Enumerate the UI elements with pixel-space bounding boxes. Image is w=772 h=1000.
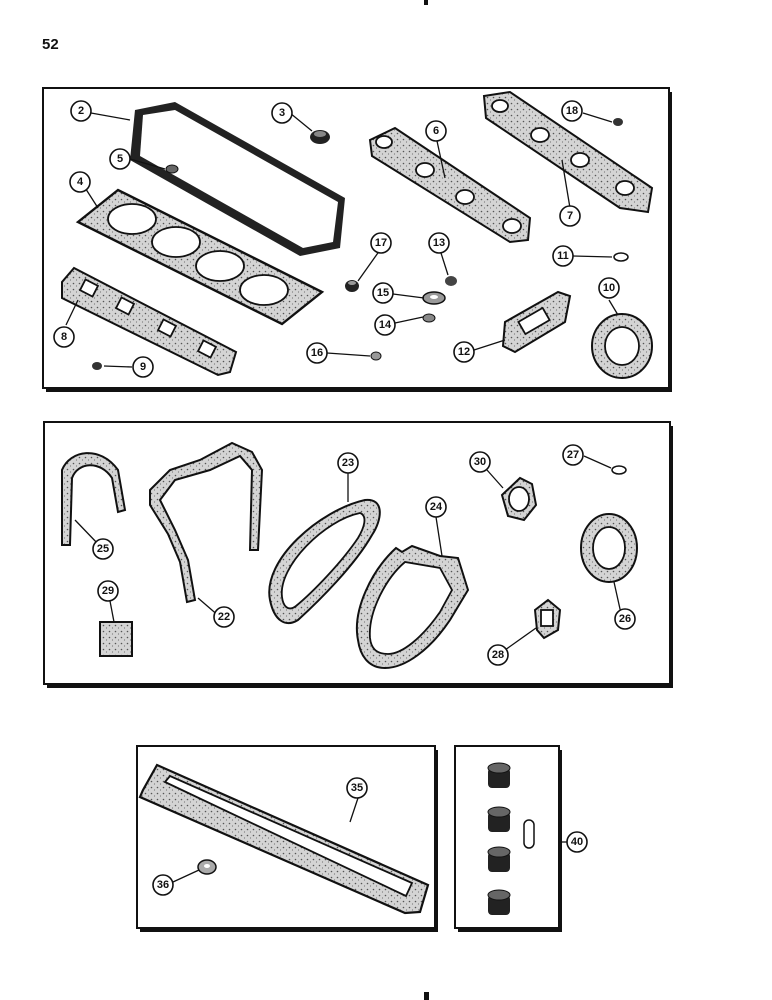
callout-11: 11 [552, 245, 574, 267]
seal-18 [613, 118, 623, 126]
callout-29: 29 [97, 580, 119, 602]
seal-ring-26 [580, 513, 638, 583]
callout-24-label: 24 [430, 501, 443, 513]
valve-seal-4 [487, 889, 511, 915]
cylinder-head-gasket [75, 188, 325, 326]
callout-25-label: 25 [97, 543, 109, 555]
callout-16-label: 16 [311, 347, 323, 359]
callout-5: 5 [109, 148, 131, 170]
callout-36-label: 36 [157, 879, 169, 891]
callout-17: 17 [370, 232, 392, 254]
washer-13 [445, 276, 457, 286]
seal-ring-10 [591, 313, 653, 379]
callout-14: 14 [374, 314, 396, 336]
callout-9: 9 [132, 356, 154, 378]
o-ring-11 [613, 252, 629, 262]
leader-lines [65, 112, 623, 883]
callout-23-label: 23 [342, 457, 354, 469]
callout-6: 6 [425, 120, 447, 142]
water-pump-gasket-24 [355, 544, 470, 670]
callout-24: 24 [425, 496, 447, 518]
callout-30-label: 30 [474, 456, 486, 468]
washer-5 [165, 164, 179, 174]
top-page-mark [424, 0, 428, 5]
callout-8: 8 [53, 326, 75, 348]
callout-12: 12 [453, 341, 475, 363]
callout-7: 7 [559, 205, 581, 227]
callout-18-label: 18 [566, 105, 578, 117]
callout-7-label: 7 [567, 210, 573, 222]
callout-26-label: 26 [619, 613, 631, 625]
callout-14-label: 14 [379, 319, 392, 331]
gasket-25 [61, 452, 127, 546]
seal-15 [422, 291, 446, 305]
water-pump-gasket-23 [268, 498, 381, 625]
callout-35-label: 35 [351, 782, 363, 794]
callout-25: 25 [92, 538, 114, 560]
callout-2-label: 2 [78, 105, 84, 117]
gasket-30 [500, 476, 538, 522]
callout-4-label: 4 [77, 176, 84, 188]
callout-13: 13 [428, 232, 450, 254]
gasket-12 [501, 290, 572, 354]
seal-17 [345, 280, 359, 292]
callout-23: 23 [337, 452, 359, 474]
callout-28-label: 28 [492, 649, 504, 661]
manifold-gasket-6 [368, 126, 532, 244]
callout-40-label: 40 [571, 836, 583, 848]
callout-11-label: 11 [557, 250, 569, 262]
callout-17-label: 17 [375, 237, 387, 249]
callout-27-label: 27 [567, 449, 579, 461]
callout-35: 35 [346, 777, 368, 799]
callout-36: 36 [152, 874, 174, 896]
callout-13-label: 13 [433, 237, 445, 249]
callout-18: 18 [561, 100, 583, 122]
callout-26: 26 [614, 608, 636, 630]
oil-pan-gasket-35 [138, 763, 430, 915]
callout-3: 3 [271, 102, 293, 124]
timing-cover-gasket-22 [149, 441, 264, 604]
callout-16: 16 [306, 342, 328, 364]
callout-2: 2 [70, 100, 92, 122]
bottom-page-mark [424, 992, 429, 1000]
callout-12-label: 12 [458, 346, 470, 358]
washer-16 [370, 351, 382, 361]
o-ring-27 [611, 465, 627, 475]
callout-4: 4 [69, 171, 91, 193]
callout-9-label: 9 [140, 361, 146, 373]
gasket-28 [533, 598, 562, 640]
intake-gasket-8 [61, 266, 238, 377]
callout-6-label: 6 [433, 125, 439, 137]
valve-seal-pin [523, 819, 535, 849]
drain-plug-seal-36 [197, 859, 217, 875]
callout-10: 10 [598, 277, 620, 299]
callout-29-label: 29 [102, 585, 114, 597]
callout-22-label: 22 [218, 611, 230, 623]
callout-3-label: 3 [279, 107, 285, 119]
page-number: 52 [42, 36, 59, 53]
washer-14 [422, 313, 436, 323]
callout-28: 28 [487, 644, 509, 666]
callout-8-label: 8 [61, 331, 67, 343]
callout-10-label: 10 [603, 282, 615, 294]
callout-40: 40 [566, 831, 588, 853]
oil-filler-seal [310, 130, 330, 144]
rocker-cover-gasket [130, 102, 345, 256]
valve-seal-2 [487, 806, 511, 832]
callout-5-label: 5 [117, 153, 123, 165]
callout-15: 15 [372, 282, 394, 304]
callout-15-label: 15 [377, 287, 389, 299]
manifold-gasket-7 [482, 90, 654, 214]
valve-seal-1 [487, 762, 511, 788]
valve-stem-seals-40 [487, 762, 535, 915]
valve-seal-3 [487, 846, 511, 872]
gasket-29 [99, 621, 133, 657]
callout-27: 27 [562, 444, 584, 466]
callout-22: 22 [213, 606, 235, 628]
callout-30: 30 [469, 451, 491, 473]
washer-9 [92, 362, 102, 370]
